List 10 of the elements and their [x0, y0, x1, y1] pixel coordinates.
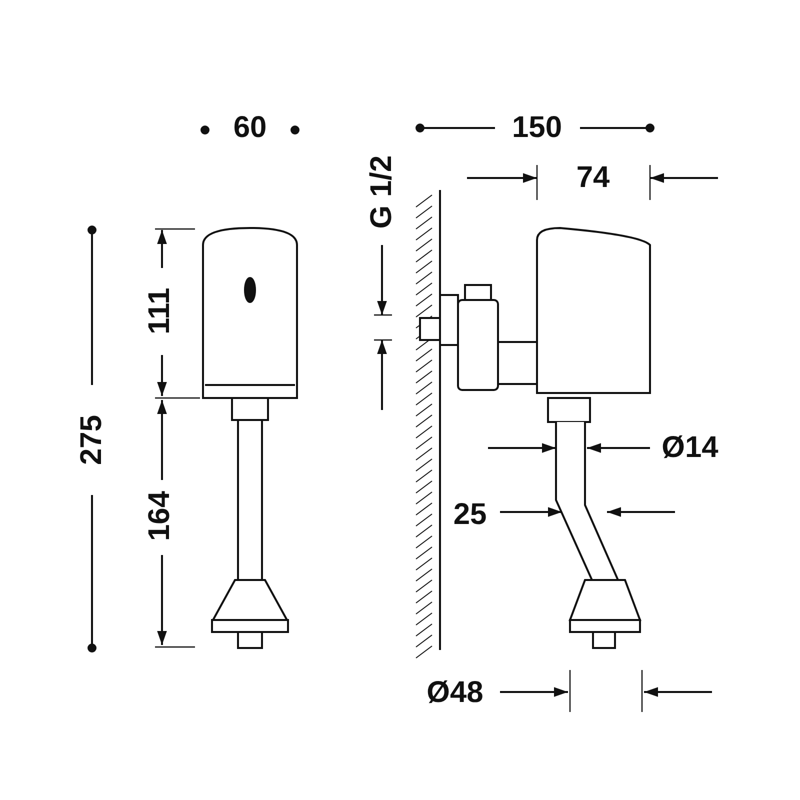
- dimension-label: 25: [453, 500, 487, 530]
- dimension-label: 275: [77, 414, 107, 466]
- dimension-label: 164: [145, 490, 175, 542]
- dimension-label: Ø14: [662, 433, 718, 463]
- dimension-label: 150: [512, 113, 562, 143]
- dimension-label: 111: [145, 288, 175, 334]
- dimension-label: 60: [233, 113, 267, 143]
- dimension-label: Ø48: [426, 678, 484, 708]
- dimension-label: 74: [576, 163, 610, 193]
- dimension-label: G 1/2: [367, 155, 397, 229]
